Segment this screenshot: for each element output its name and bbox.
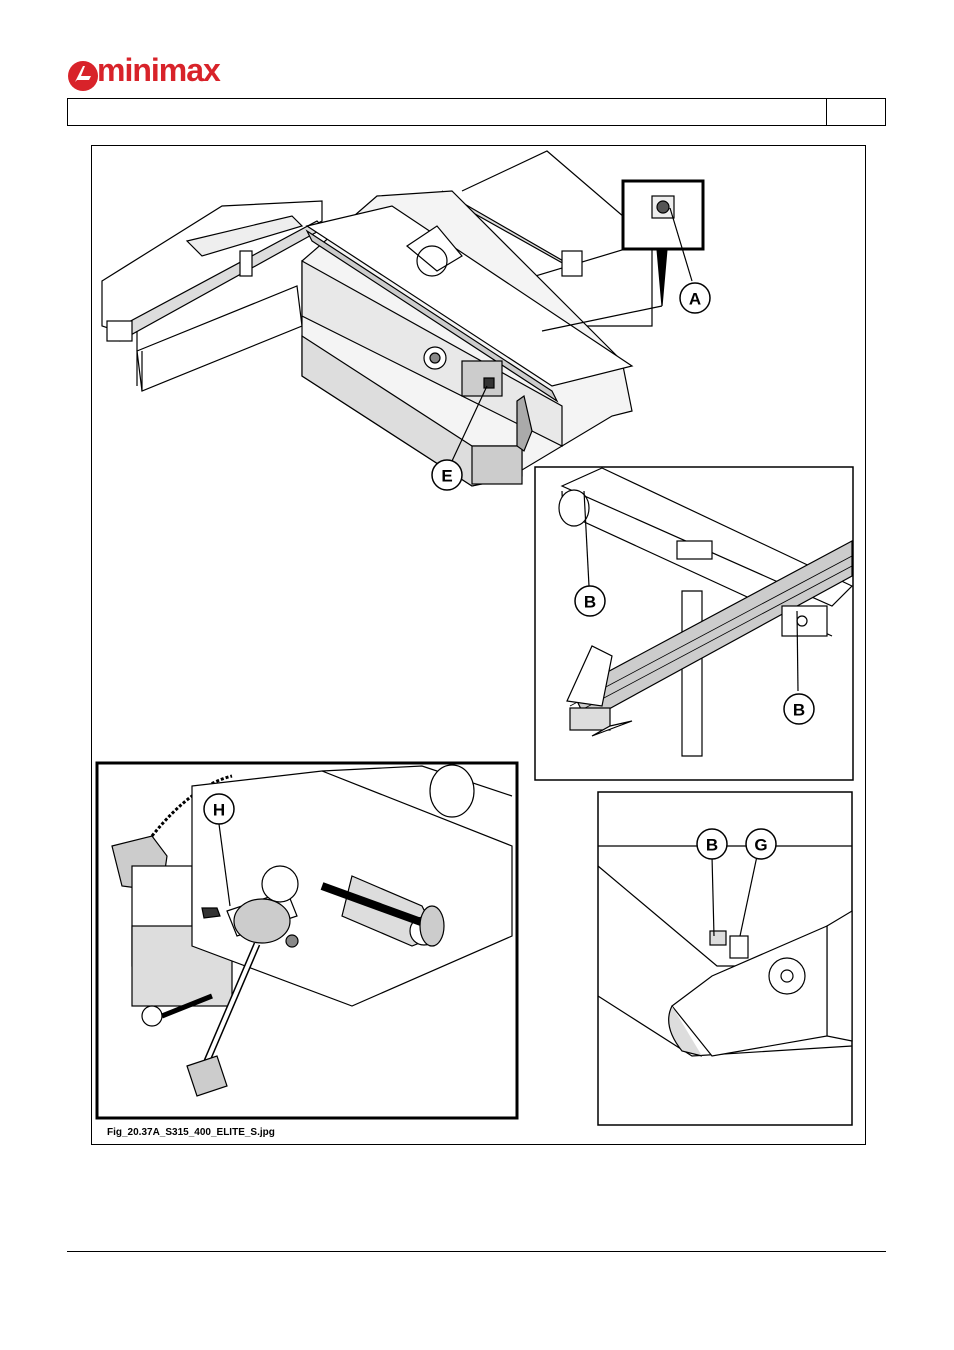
- callout-b-label: B: [793, 701, 805, 720]
- header-page-cell: [826, 99, 827, 125]
- callout-e-label: E: [441, 467, 452, 486]
- footer-divider: [67, 1251, 886, 1252]
- header-table: [67, 98, 886, 126]
- callout-b-label: B: [584, 593, 596, 612]
- figure-frame: A E B B H B G: [91, 145, 866, 1145]
- brand-name: minimax: [97, 52, 220, 89]
- callout-g-label: G: [754, 836, 767, 855]
- machine-illustration: A E B B H B G: [92, 146, 867, 1146]
- callout-a-label: A: [689, 290, 701, 309]
- figure-caption: Fig_20.37A_S315_400_ELITE_S.jpg: [107, 1127, 275, 1138]
- callout-b-label: B: [706, 836, 718, 855]
- callout-h-label: H: [213, 801, 225, 820]
